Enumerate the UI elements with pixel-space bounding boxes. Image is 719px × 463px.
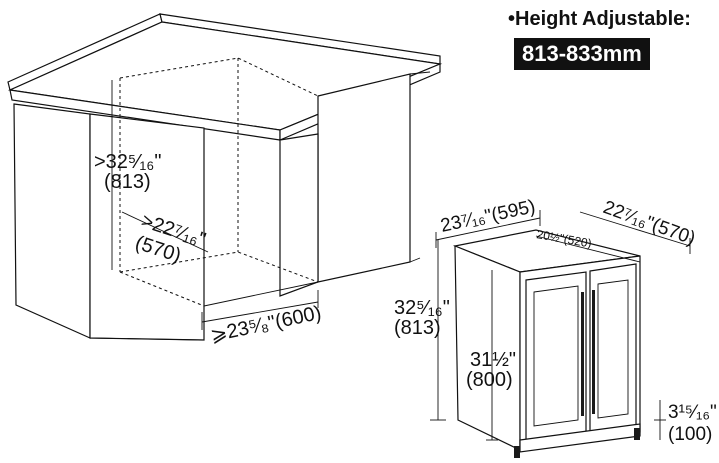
appliance-depth: 22⁷⁄₁₆"(570): [600, 197, 698, 250]
bullet-dot: •: [508, 8, 516, 30]
height-range-badge: 813-833mm: [514, 38, 650, 70]
leg-height-mm: (100): [668, 424, 712, 445]
height-adjustable-heading: •Height Adjustable:: [508, 8, 691, 31]
appliance-dimension-lines: [430, 210, 691, 441]
leg-height-in: 3¹⁵⁄₁₆": [668, 402, 717, 423]
overall-height-mm: (813): [394, 317, 441, 339]
cabinet-opening: [89, 57, 319, 341]
cabinet-height-mm: (800): [466, 369, 513, 391]
base-cabinet-left: [13, 103, 205, 341]
opening-height-mm: (813): [104, 171, 151, 193]
wine-cooler: [452, 229, 641, 458]
appliance-width: 23⁷⁄₁₆"(595): [439, 196, 538, 237]
overall-height-in: 32⁵⁄₁₆": [394, 297, 450, 319]
cabinet-height-in: 31½": [470, 349, 516, 371]
opening-width: ⩾23⁵⁄₈"(600): [208, 302, 323, 347]
opening-height-in: >32⁵⁄₁₆": [94, 151, 161, 173]
height-adjustable-title: Height Adjustable:: [515, 8, 691, 30]
